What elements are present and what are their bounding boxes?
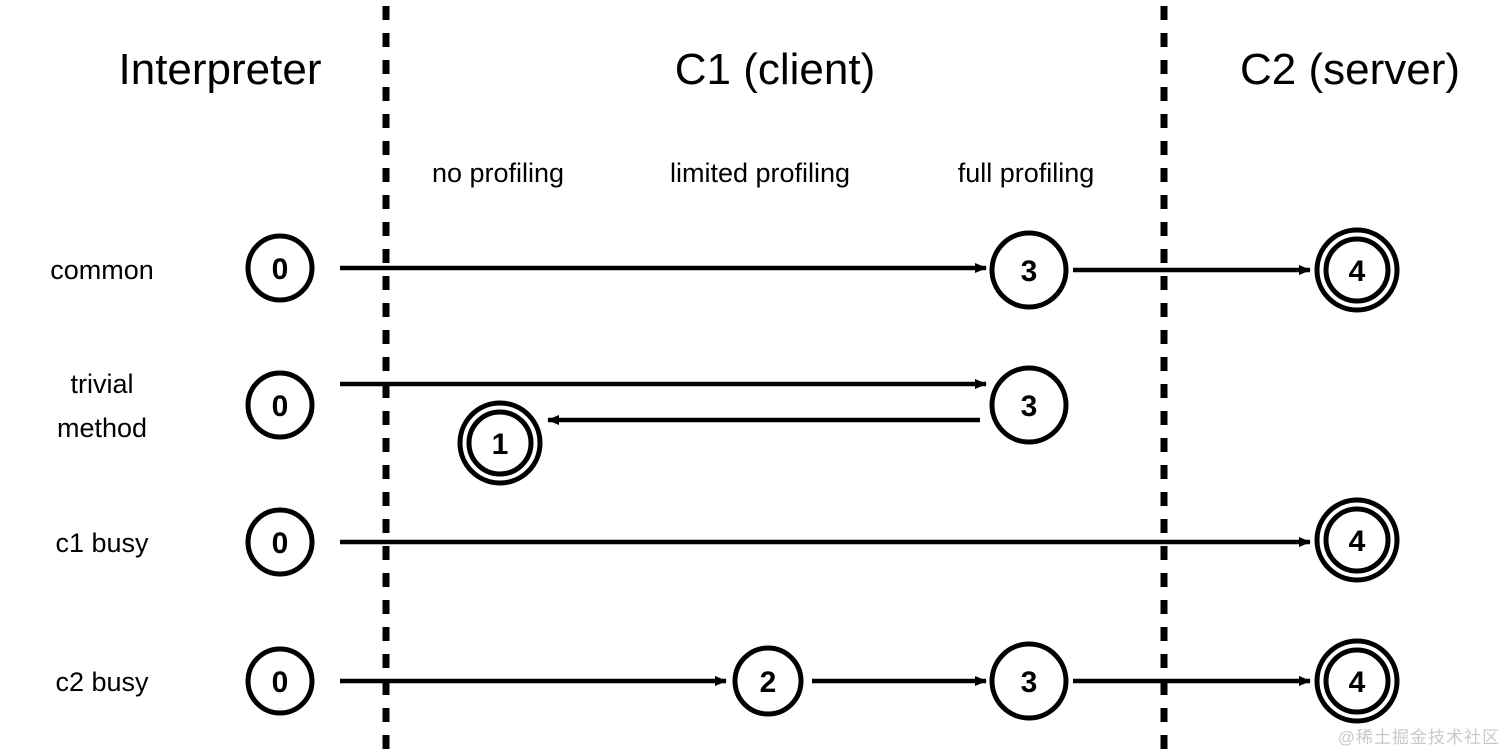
node-circle-inner	[466, 409, 534, 477]
node-c2busy-2[interactable]: 2	[732, 645, 804, 717]
node-label: 4	[1349, 666, 1366, 699]
node-c2busy-0[interactable]: 0	[245, 646, 315, 716]
row-c2busy-nodes: 0 2 3 4	[245, 638, 1400, 724]
node-c1busy-0[interactable]: 0	[245, 507, 315, 577]
node-circle-outer	[245, 507, 315, 577]
node-circle-outer	[989, 230, 1069, 310]
node-common-3[interactable]: 3	[989, 230, 1069, 310]
node-circle-outer	[245, 233, 315, 303]
node-label: 3	[1021, 255, 1038, 288]
node-label: 3	[1021, 666, 1038, 699]
row-label-c1-busy: c1 busy	[55, 528, 149, 558]
phase-label-full-profiling: full profiling	[958, 158, 1095, 188]
phase-label-limited-profiling: limited profiling	[670, 158, 850, 188]
row-label-trivial-method-line2: method	[57, 413, 147, 443]
node-c2busy-3[interactable]: 3	[989, 641, 1069, 721]
node-label: 2	[760, 666, 777, 699]
node-label: 0	[272, 253, 289, 286]
column-headers: Interpreter C1 (client) C2 (server)	[119, 45, 1461, 94]
phase-labels: no profiling limited profiling full prof…	[432, 158, 1094, 188]
row-label-c2-busy: c2 busy	[55, 667, 149, 697]
vertical-dividers	[382, 6, 1168, 756]
node-circle-inner	[1323, 647, 1391, 715]
node-circle-inner	[1323, 506, 1391, 574]
row-c1busy-nodes: 0 4	[245, 497, 1400, 583]
row-label-common: common	[50, 255, 154, 285]
column-header-c2: C2 (server)	[1240, 45, 1460, 94]
node-label: 1	[492, 428, 509, 461]
row-common-edges	[340, 263, 1311, 275]
node-common-4[interactable]: 4	[1314, 227, 1400, 313]
node-label: 0	[272, 666, 289, 699]
node-label: 3	[1021, 390, 1038, 423]
column-header-c1: C1 (client)	[675, 45, 876, 94]
column-header-interpreter: Interpreter	[119, 45, 322, 94]
row-label-trivial-method-line1: trivial	[70, 369, 133, 399]
node-label: 0	[272, 390, 289, 423]
node-common-0[interactable]: 0	[245, 233, 315, 303]
node-trivial-1[interactable]: 1	[457, 400, 543, 486]
node-circle-outer	[245, 370, 315, 440]
node-circle-inner	[1323, 236, 1391, 304]
node-label: 4	[1349, 525, 1366, 558]
row-trivial-edges	[340, 379, 987, 425]
node-c1busy-4[interactable]: 4	[1314, 497, 1400, 583]
node-circle-outer	[732, 645, 804, 717]
node-label: 0	[272, 527, 289, 560]
phase-label-no-profiling: no profiling	[432, 158, 564, 188]
node-trivial-0[interactable]: 0	[245, 370, 315, 440]
row-common-nodes: 0 3 4	[245, 227, 1400, 313]
node-label: 4	[1349, 255, 1366, 288]
node-circle-outer	[989, 365, 1069, 445]
node-circle-outer	[989, 641, 1069, 721]
row-labels: common trivial method c1 busy c2 busy	[50, 255, 154, 697]
node-c2busy-4[interactable]: 4	[1314, 638, 1400, 724]
node-circle-outer	[245, 646, 315, 716]
node-trivial-3[interactable]: 3	[989, 365, 1069, 445]
row-trivial-nodes: 0 1 3	[245, 365, 1069, 486]
